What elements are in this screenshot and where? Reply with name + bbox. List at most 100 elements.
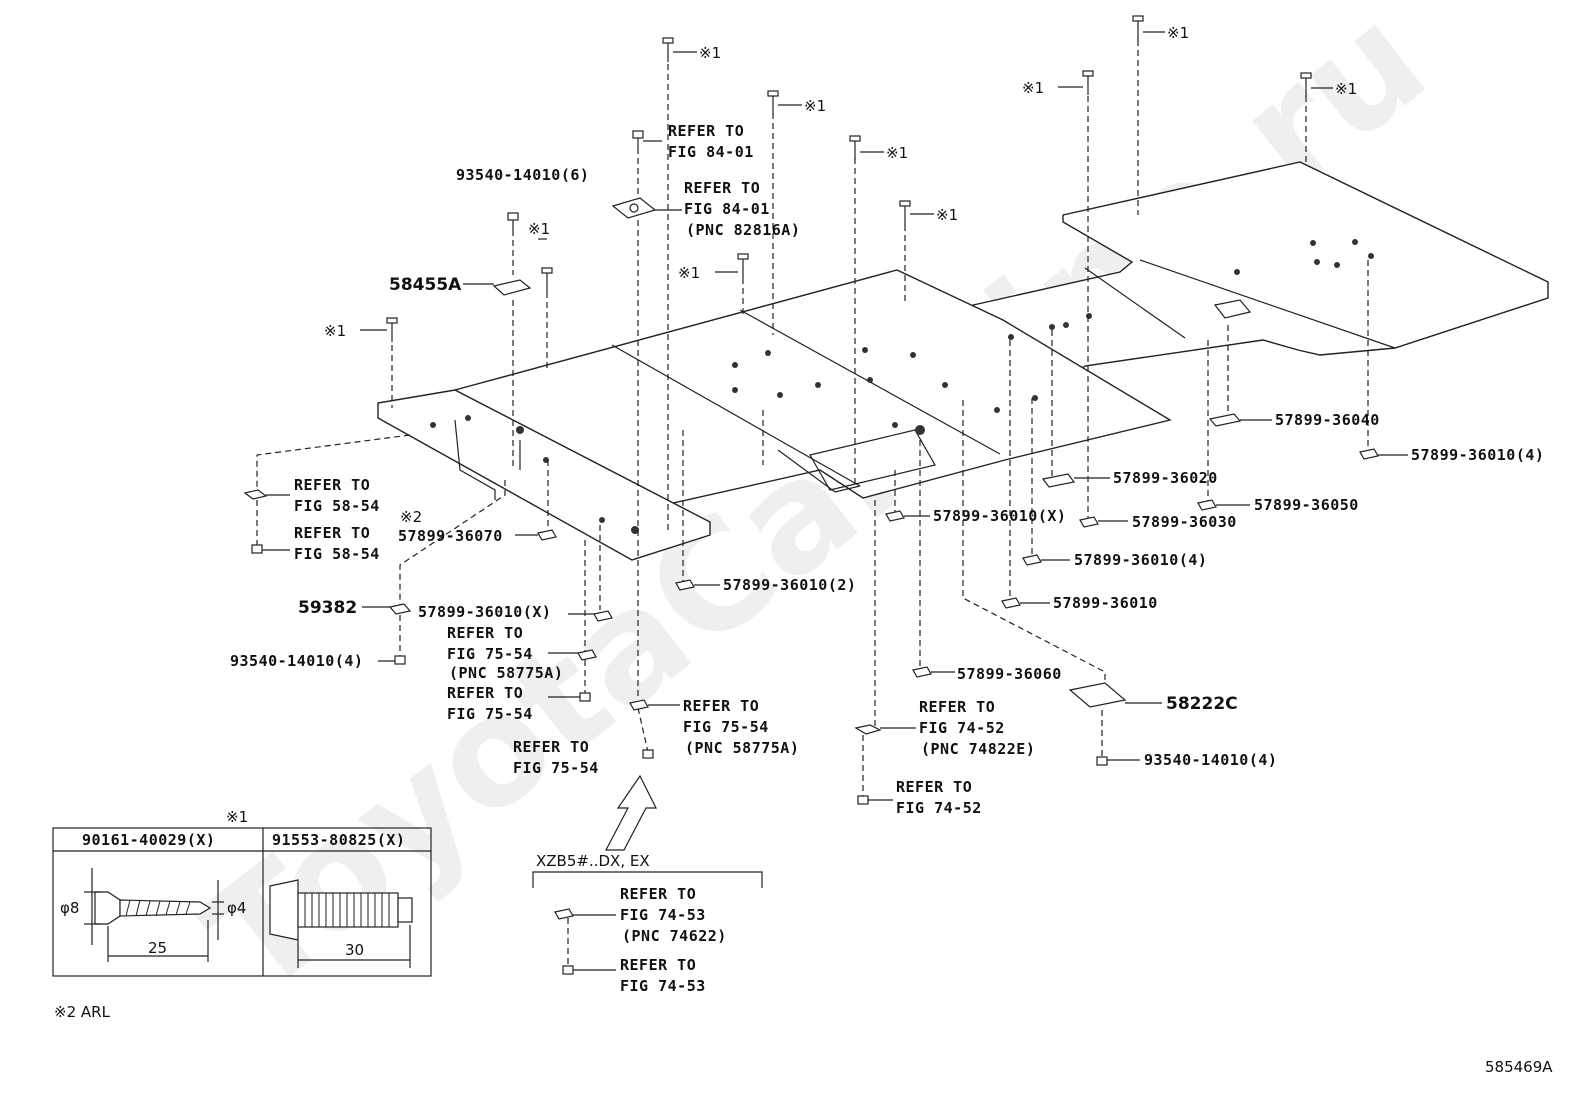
bolt-mark-label: ※1 — [1335, 80, 1357, 98]
part-glyphs — [243, 15, 1379, 975]
clip-icon — [1208, 413, 1242, 427]
pnc-label: (PNC 58775A) — [685, 739, 799, 757]
clip-icon — [1022, 554, 1042, 566]
bolt-mark-label: ※1 — [324, 322, 346, 340]
bolt-mark-label: ※1 — [804, 97, 826, 115]
bolt-icon — [857, 795, 869, 805]
bolt-icon — [632, 130, 644, 148]
bolt-mark-label: ※1 — [678, 264, 700, 282]
fig-ref-label: FIG 84-01 — [668, 143, 754, 161]
bolt-mark-label: ※1 — [936, 206, 958, 224]
length-label: 30 — [345, 941, 364, 959]
part-number-label: 57899-36060 — [957, 665, 1062, 683]
screw-icon — [767, 90, 779, 115]
fig-ref-label: FIG 75-54 — [447, 645, 533, 663]
bolt-icon — [642, 749, 654, 759]
pnc-label: (PNC 58775A) — [449, 664, 563, 682]
pnc-label: (PNC 74822E) — [921, 740, 1035, 758]
clip-icon — [629, 699, 649, 711]
screw-icon — [541, 267, 553, 292]
part-number-label: 57899-36010(X) — [418, 603, 551, 621]
clip-icon — [492, 279, 532, 296]
clip-icon — [885, 510, 905, 522]
variant-label: XZB5#..DX, EX — [536, 852, 650, 870]
bolt-mark-label: ※1 — [699, 44, 721, 62]
arrow-up-icon — [605, 774, 657, 851]
refer-label: REFER TO — [668, 122, 744, 140]
refer-label: REFER TO — [620, 956, 696, 974]
refer-label: REFER TO — [683, 697, 759, 715]
mark2-label: ※2 — [400, 508, 422, 526]
screw-icon — [899, 200, 911, 225]
refer-label: REFER TO — [919, 698, 995, 716]
screw-icon — [1132, 15, 1144, 40]
refer-label: REFER TO — [294, 524, 370, 542]
part-number-label: 57899-36010 — [1053, 594, 1158, 612]
fig-ref-label: FIG 75-54 — [513, 759, 599, 777]
rear-floor-panel — [959, 161, 1549, 379]
part-number-label: 59382 — [298, 598, 357, 618]
clip-icon — [1079, 516, 1099, 528]
clip-icon — [537, 529, 557, 541]
refer-label: REFER TO — [294, 476, 370, 494]
screw-icon — [386, 317, 398, 342]
fig-ref-label: FIG 84-01 — [684, 200, 770, 218]
refer-label: REFER TO — [896, 778, 972, 796]
diameter-label: φ8 — [60, 899, 79, 917]
fig-ref-label: FIG 74-53 — [620, 977, 706, 995]
clip-icon — [1197, 499, 1217, 511]
clip-icon — [854, 724, 882, 735]
part-number-label: 57899-36010(4) — [1411, 446, 1544, 464]
diameter-label: φ4 — [227, 899, 246, 917]
bolt-icon — [579, 692, 591, 702]
screw-icon — [849, 135, 861, 160]
bolt-icon — [1096, 756, 1108, 766]
fig-ref-label: FIG 74-52 — [896, 799, 982, 817]
bolt-mark-label: ※1 — [1022, 79, 1044, 97]
clip-icon — [611, 197, 657, 219]
clip-icon — [388, 603, 412, 615]
panel-holes — [430, 239, 1374, 534]
fig-ref-label: FIG 74-52 — [919, 719, 1005, 737]
bolt-mark-label: ※1 — [528, 220, 550, 238]
screw-icon — [1082, 70, 1094, 95]
screw-icon — [1300, 72, 1312, 97]
flange-bolt-icon — [269, 879, 413, 941]
refer-label: REFER TO — [513, 738, 589, 756]
bolt-icon — [507, 212, 519, 230]
clip-icon — [243, 489, 268, 500]
pnc-label: (PNC 82816A) — [686, 221, 800, 239]
part-number-label: 57899-36010(2) — [723, 576, 856, 594]
clip-icon — [577, 649, 597, 661]
refer-label: REFER TO — [447, 624, 523, 642]
table-mark: ※1 — [226, 808, 248, 826]
clip-icon — [593, 610, 613, 622]
bolt-icon — [251, 544, 263, 554]
part-labels: ※1 ※1 ※1 ※1 ※1 ※1 ※1 ※1 ※1 ※1 REFER TO F… — [54, 24, 1553, 1076]
length-label: 25 — [148, 939, 167, 957]
part-number-label: 93540-14010(4) — [230, 652, 363, 670]
floor-panel-group — [377, 161, 1549, 561]
fig-ref-label: FIG 74-53 — [620, 906, 706, 924]
refer-label: REFER TO — [620, 885, 696, 903]
label-leaders — [262, 31, 1408, 971]
plate-icon — [1068, 682, 1127, 708]
part-number-label: 93540-14010(6) — [456, 166, 589, 184]
fastener-table: ※1 90161-40029(X) 91553-80825(X) φ8 φ4 2 — [52, 808, 432, 977]
fig-ref-label: FIG 58-54 — [294, 545, 380, 563]
footnote-label: ※2 ARL — [54, 1003, 111, 1021]
part-number-label: 58455A — [389, 275, 462, 295]
part-number-label: 57899-36050 — [1254, 496, 1359, 514]
bolt-icon — [394, 655, 406, 665]
clip-icon — [912, 666, 932, 678]
bolt-icon — [562, 965, 574, 975]
fig-ref-label: FIG 58-54 — [294, 497, 380, 515]
table-col2: 91553-80825(X) — [272, 831, 405, 849]
front-floor-panel — [377, 389, 711, 561]
part-number-label: 57899-36010(4) — [1074, 551, 1207, 569]
clip-icon — [1359, 448, 1379, 460]
clip-icon — [675, 579, 695, 591]
figure-id-label: 585469A — [1485, 1058, 1553, 1076]
